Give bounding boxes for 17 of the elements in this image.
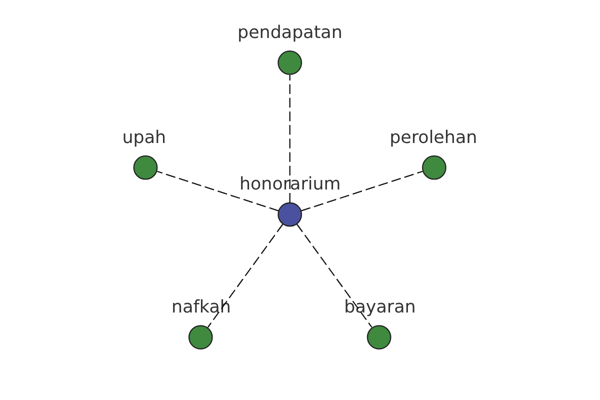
connector <box>300 170 422 212</box>
node-circle <box>188 325 212 350</box>
connector <box>156 170 278 212</box>
node-label: pendapatan <box>237 22 342 43</box>
connector <box>296 224 372 328</box>
node-circle <box>277 202 302 227</box>
node-label: nafkah <box>171 297 230 318</box>
node-label: honorarium <box>238 174 340 195</box>
node-circle <box>366 325 391 350</box>
node-label: upah <box>122 128 166 148</box>
node-label: perolehan <box>389 128 477 148</box>
connector <box>206 224 283 328</box>
node-label: bayaran <box>344 297 416 318</box>
node-circle <box>132 155 158 180</box>
node-circle <box>421 155 446 180</box>
node-circle <box>277 50 302 75</box>
connector <box>288 74 290 203</box>
